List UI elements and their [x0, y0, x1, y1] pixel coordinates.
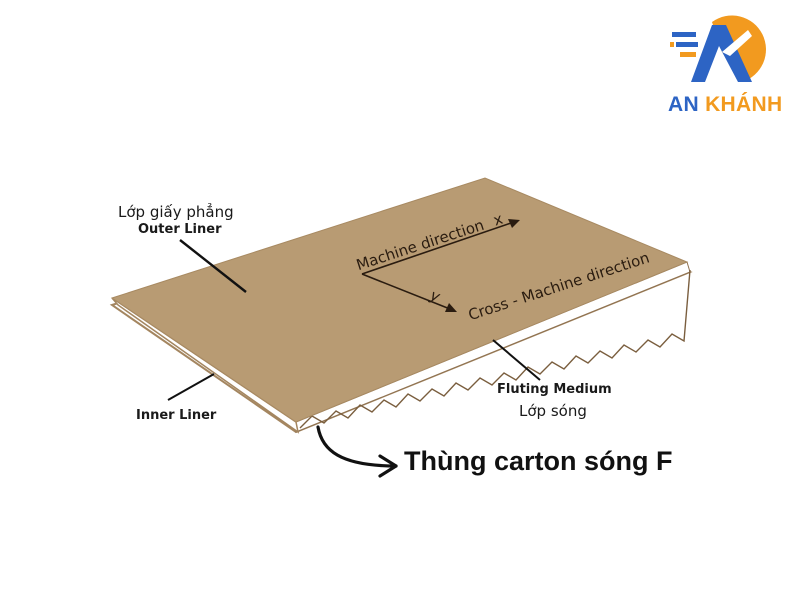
outer-liner-vn-label: Lớp giấy phẳng: [118, 203, 234, 221]
outer-liner-en-label: Outer Liner: [138, 222, 222, 237]
curved-arrow-icon: [316, 425, 398, 468]
outer-liner-leader: [179, 239, 247, 293]
fluting-en-label: Fluting Medium: [497, 382, 612, 397]
inner-liner-label: Inner Liner: [136, 408, 217, 423]
fluting-vn-label: Lớp sóng: [519, 402, 587, 420]
machine-direction-arrow: [361, 221, 515, 275]
brand-word-khanh: KHÁNH: [705, 93, 783, 116]
cross-arrow-head: [445, 303, 457, 312]
cross-direction-arrow: [361, 273, 451, 310]
fluting-leader: [492, 339, 541, 381]
inner-liner-leader: [167, 373, 215, 401]
brand-name: AN KHÁNH: [668, 93, 782, 117]
brand-word-an: AN: [668, 93, 699, 116]
machine-arrow-head: [508, 219, 520, 228]
an-khanh-logo-icon: [670, 15, 766, 83]
curved-arrow-head: [378, 454, 398, 478]
flute-waves: [299, 269, 691, 429]
outer-liner-face: [110, 177, 689, 423]
diagram-title: Thùng carton sóng F: [404, 446, 673, 476]
